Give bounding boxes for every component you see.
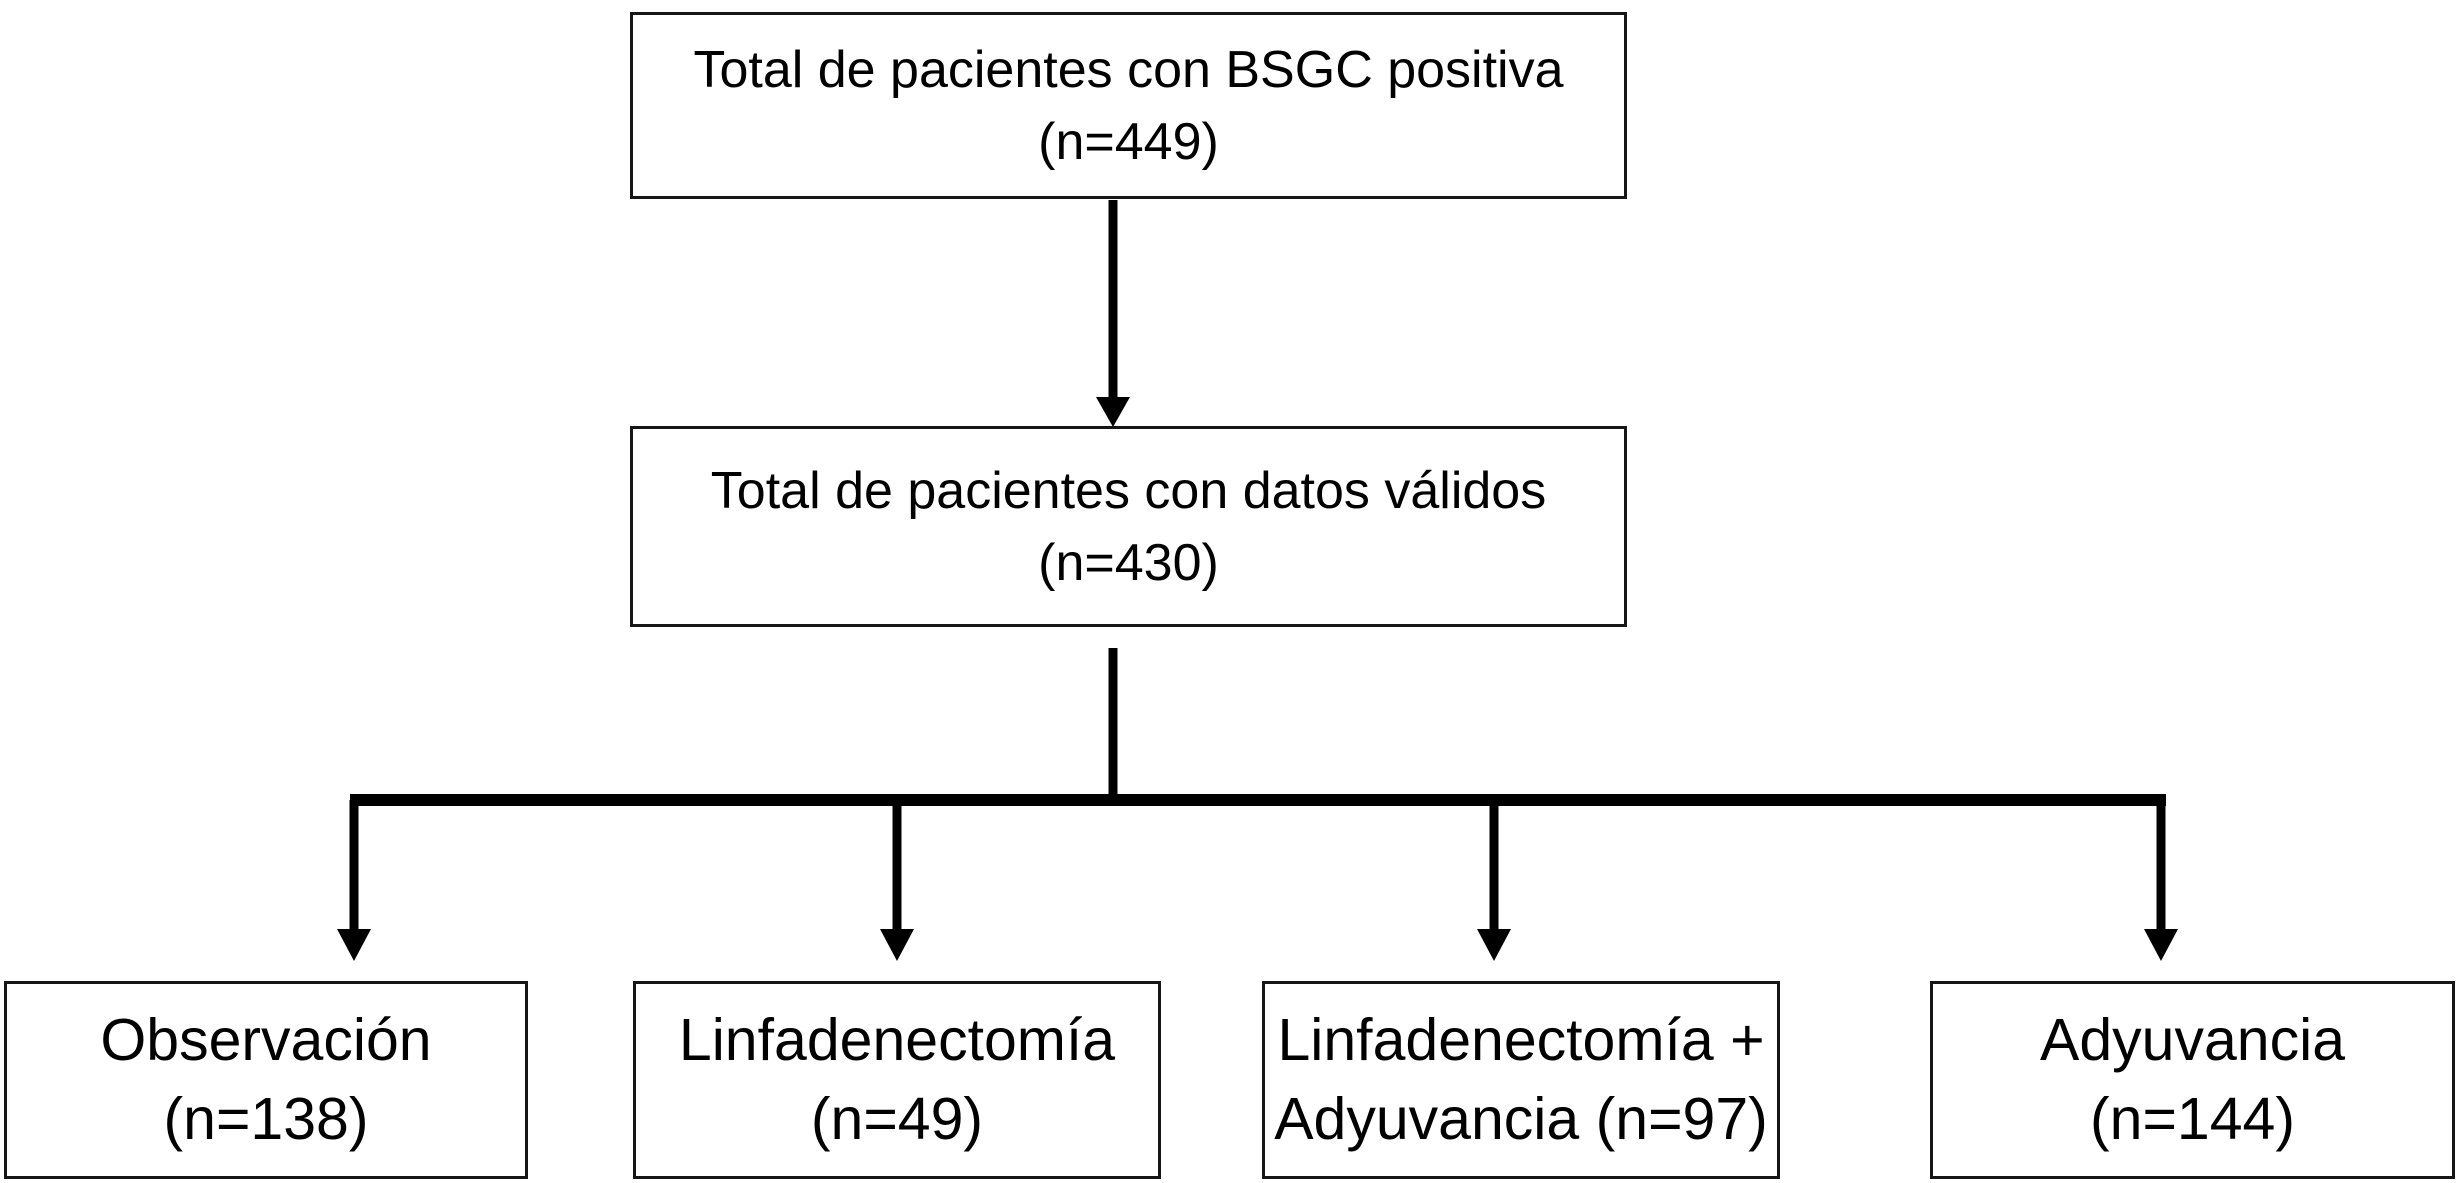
- node-adyuvancia-label: Adyuvancia: [2039, 1007, 2346, 1073]
- branch-arrow-linfadenectomia-adyuvancia: [1477, 800, 1511, 961]
- node-datos-validos-count: (n=430): [1038, 533, 1219, 592]
- branch-arrow-linfadenectomia: [880, 800, 914, 961]
- node-total-bsgc-positiva-label: Total de pacientes con BSGC positiva: [693, 40, 1564, 99]
- node-total-bsgc-positiva: Total de pacientes con BSGC positiva (n=…: [630, 12, 1627, 199]
- node-linfadenectomia-adyuvancia-label: Linfadenectomía +: [1277, 1007, 1765, 1073]
- node-adyuvancia: Adyuvancia (n=144): [1930, 981, 2455, 1179]
- node-datos-validos-label: Total de pacientes con datos válidos: [710, 461, 1547, 520]
- node-observacion-count: (n=138): [163, 1086, 369, 1152]
- node-observacion-label: Observación: [100, 1007, 432, 1073]
- node-linfadenectomia-label: Linfadenectomía: [678, 1007, 1116, 1073]
- node-observacion: Observación (n=138): [4, 981, 528, 1179]
- node-datos-validos: Total de pacientes con datos válidos (n=…: [630, 426, 1627, 627]
- node-linfadenectomia-adyuvancia: Linfadenectomía + Adyuvancia (n=97): [1262, 981, 1780, 1179]
- branch-arrow-observacion: [337, 800, 371, 961]
- arrow-root-to-valid: [1096, 200, 1130, 427]
- node-total-bsgc-positiva-count: (n=449): [1038, 112, 1219, 171]
- node-linfadenectomia-adyuvancia-count: Adyuvancia (n=97): [1274, 1086, 1768, 1152]
- node-linfadenectomia-count: (n=49): [810, 1086, 984, 1152]
- node-adyuvancia-count: (n=144): [2089, 1086, 2295, 1152]
- branch-arrow-adyuvancia: [2144, 800, 2178, 961]
- node-linfadenectomia: Linfadenectomía (n=49): [633, 981, 1161, 1179]
